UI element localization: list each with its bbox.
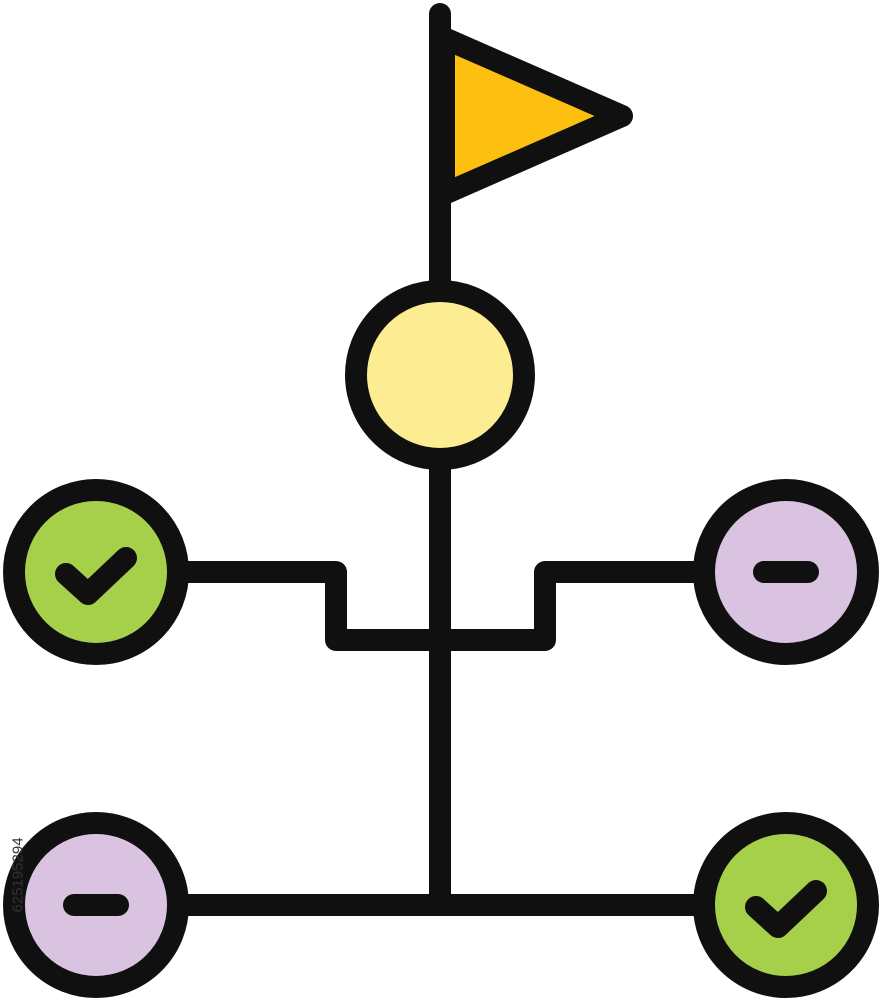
node-upper-right	[693, 479, 879, 665]
node-lower-right	[693, 812, 879, 998]
flag-icon	[433, 27, 633, 205]
check-icon	[55, 547, 137, 605]
check-icon	[745, 880, 827, 938]
node-upper-left	[3, 479, 189, 665]
node-lower-left	[3, 812, 189, 998]
upper-branch-line	[174, 561, 711, 651]
tree-nodes	[3, 280, 879, 998]
node-root	[345, 280, 535, 470]
flag-banner	[433, 27, 633, 205]
stock-id-watermark: 625195294	[9, 837, 27, 913]
node-circle	[345, 280, 535, 470]
